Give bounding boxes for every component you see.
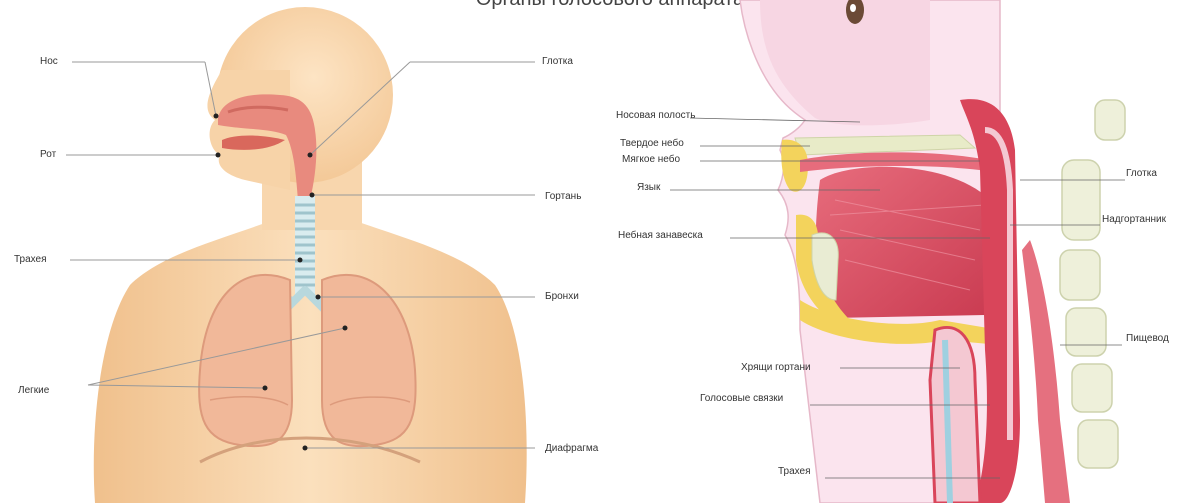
label-velum: Небная занавеска xyxy=(618,230,703,242)
label-nose: Нос xyxy=(40,56,58,68)
label-diaphragm: Диафрагма xyxy=(545,443,598,455)
label-nasal-cavity: Носовая полость xyxy=(616,110,695,122)
label-pharynx-right: Глотка xyxy=(1126,168,1157,180)
label-pharynx-left: Глотка xyxy=(542,56,573,68)
label-epiglottis: Надгортанник xyxy=(1102,214,1166,226)
head-section-figure xyxy=(670,0,1125,503)
label-trachea-right: Трахея xyxy=(778,466,811,478)
label-soft-palate: Мягкое небо xyxy=(622,154,680,166)
torso-figure xyxy=(66,7,535,503)
label-lungs: Легкие xyxy=(18,385,49,397)
label-bronchi: Бронхи xyxy=(545,291,579,303)
tongue-shape xyxy=(816,167,999,318)
spine-vertebrae xyxy=(1060,100,1125,468)
label-trachea: Трахея xyxy=(14,254,47,266)
label-esophagus: Пищевод xyxy=(1126,333,1169,345)
label-laryngeal-cartilage: Хрящи гортани xyxy=(741,362,811,374)
label-hard-palate: Твердое небо xyxy=(620,138,684,150)
label-vocal-cords: Голосовые связки xyxy=(700,393,783,405)
label-mouth: Рот xyxy=(40,149,56,161)
label-larynx: Гортань xyxy=(545,191,581,203)
label-tongue: Язык xyxy=(637,182,660,194)
